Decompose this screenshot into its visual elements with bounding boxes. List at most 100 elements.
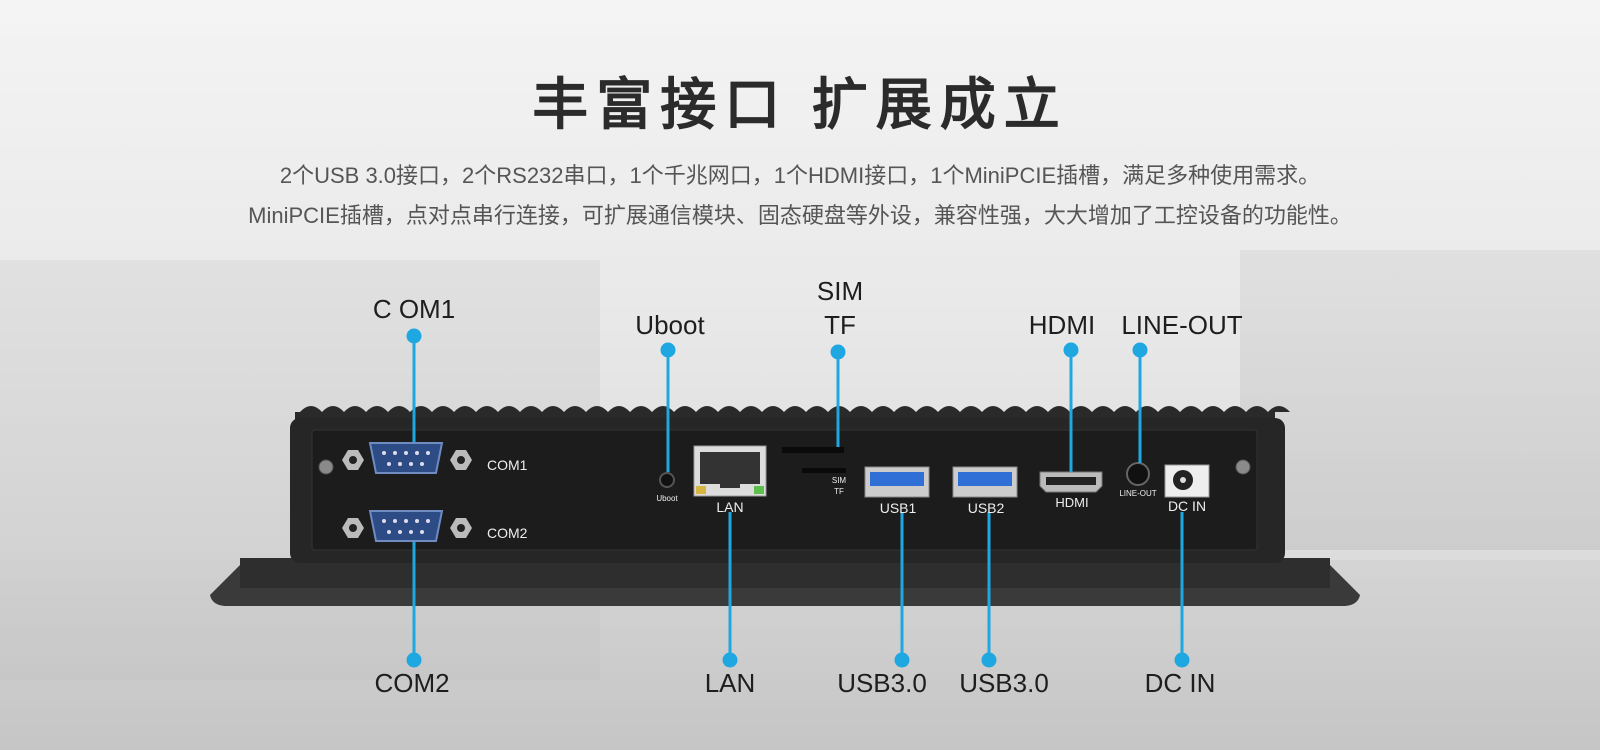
- db9-pin: [415, 451, 419, 455]
- fin-tooth: [872, 406, 894, 412]
- fin-tooth: [1092, 406, 1114, 412]
- db9-pin: [420, 530, 424, 534]
- db9-pin: [426, 519, 430, 523]
- fin-tooth: [916, 406, 938, 412]
- fin-tooth: [674, 406, 696, 412]
- panel-label-usb1: USB1: [880, 500, 917, 516]
- callout-com1: C OM1: [372, 294, 456, 324]
- fin-tooth: [630, 406, 652, 412]
- usb2-port: [952, 466, 1018, 498]
- db9-pin: [404, 451, 408, 455]
- fin-tooth: [498, 406, 520, 412]
- fin-tooth: [1268, 406, 1290, 412]
- uboot-button: [659, 472, 675, 488]
- fin-tooth: [586, 406, 608, 412]
- db9-pin: [420, 462, 424, 466]
- panel-label-lan: LAN: [716, 499, 743, 515]
- fin-tooth: [476, 406, 498, 412]
- panel-label-tf: TF: [834, 487, 844, 496]
- description-line-2: MiniPCIE插槽，点对点串行连接，可扩展通信模块、固态硬盘等外设，兼容性强，…: [248, 203, 1352, 228]
- line-out-jack: [1126, 462, 1150, 486]
- description-line-1: 2个USB 3.0接口，2个RS232串口，1个千兆网口，1个HDMI接口，1个…: [279, 163, 1321, 188]
- db9-pin: [382, 519, 386, 523]
- callout-tf: TF: [824, 310, 856, 340]
- fin-tooth: [1158, 406, 1180, 412]
- callout-usb3-1: USB3.0: [837, 668, 927, 698]
- fin-tooth: [322, 406, 344, 412]
- screw-left: [318, 459, 334, 475]
- dc-in-port: [1164, 464, 1210, 498]
- panel-label-usb2: USB2: [968, 500, 1005, 516]
- com1-port: [342, 442, 472, 474]
- fin-tooth: [850, 406, 872, 412]
- io-panel: [311, 429, 1258, 551]
- db9-pin: [409, 530, 413, 534]
- fin-tooth: [982, 406, 1004, 412]
- db9-pin: [415, 519, 419, 523]
- fin-tooth: [894, 406, 916, 412]
- db9-pin: [393, 451, 397, 455]
- tf-slot: [802, 468, 846, 473]
- fin-tooth: [432, 406, 454, 412]
- fin-tooth: [784, 406, 806, 412]
- fin-tooth: [1246, 406, 1268, 412]
- callout-usb3-2: USB3.0: [959, 668, 1049, 698]
- lan-port: [693, 445, 767, 497]
- callout-sim: SIM: [816, 276, 864, 306]
- fin-tooth: [696, 406, 718, 412]
- background-machine-right: [1240, 250, 1600, 550]
- db9-pin: [398, 462, 402, 466]
- fin-tooth: [520, 406, 542, 412]
- fin-tooth: [960, 406, 982, 412]
- callout-lan: LAN: [704, 668, 756, 698]
- fin-tooth: [1026, 406, 1048, 412]
- panel-label-dc-in: DC IN: [1168, 498, 1206, 514]
- usb1-port: [864, 466, 930, 498]
- fin-tooth: [454, 406, 476, 412]
- sim-slot: [782, 447, 844, 453]
- com2-port: [342, 510, 472, 542]
- callout-lines: [406, 328, 1190, 668]
- panel-label-line-out: LINE-OUT: [1119, 489, 1156, 498]
- db9-pin: [398, 530, 402, 534]
- fin-tooth: [542, 406, 564, 412]
- fin-tooth: [938, 406, 960, 412]
- panel-label-hdmi: HDMI: [1055, 495, 1088, 510]
- db9-pin: [393, 519, 397, 523]
- fin-tooth: [1070, 406, 1092, 412]
- fin-tooth: [608, 406, 630, 412]
- fin-tooth: [806, 406, 828, 412]
- screw-right: [1235, 459, 1251, 475]
- callout-line-out: LINE-OUT: [1121, 310, 1243, 340]
- fin-tooth: [1224, 406, 1246, 412]
- fin-tooth: [1202, 406, 1224, 412]
- fin-tooth: [1004, 406, 1026, 412]
- callout-com2: COM2: [374, 668, 450, 698]
- db9-pin: [387, 530, 391, 534]
- db9-pin: [409, 462, 413, 466]
- callout-dc-in: DC IN: [1144, 668, 1216, 698]
- fin-tooth: [366, 406, 388, 412]
- panel-label-com1: COM1: [487, 457, 528, 473]
- fin-tooth: [652, 406, 674, 412]
- db9-pin: [404, 519, 408, 523]
- fin-teeth: [300, 406, 1290, 412]
- panel-label-uboot: Uboot: [656, 494, 678, 503]
- callout-uboot: Uboot: [635, 310, 705, 340]
- fin-tooth: [564, 406, 586, 412]
- panel-label-com2: COM2: [487, 525, 528, 541]
- callout-hdmi: HDMI: [1028, 310, 1096, 340]
- fin-tooth: [344, 406, 366, 412]
- fin-tooth: [762, 406, 784, 412]
- fin-tooth: [740, 406, 762, 412]
- fin-tooth: [388, 406, 410, 412]
- db9-pin: [387, 462, 391, 466]
- fin-tooth: [1048, 406, 1070, 412]
- panel-label-sim: SIM: [832, 476, 847, 485]
- db9-pin: [426, 451, 430, 455]
- fin-tooth: [1114, 406, 1136, 412]
- fin-tooth: [1180, 406, 1202, 412]
- page-title: 丰富接口 扩展成立: [532, 73, 1068, 136]
